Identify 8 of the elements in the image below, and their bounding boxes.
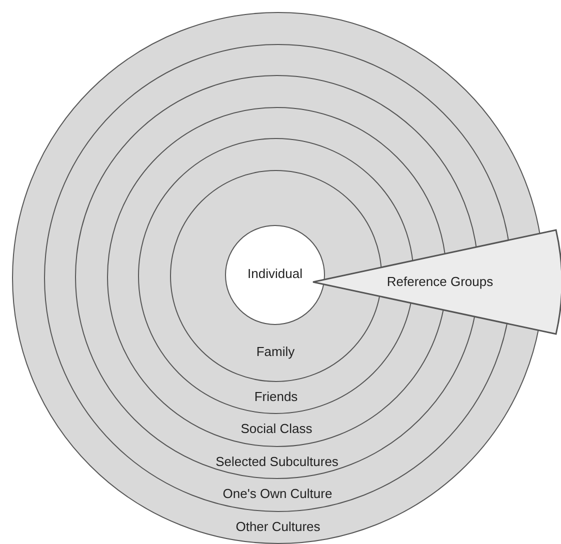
center-label: Individual [248, 266, 302, 280]
ring-label: Other Cultures [236, 518, 320, 534]
ring-label: Friends [254, 388, 298, 404]
ring-label: Social Class [240, 421, 312, 436]
ring-label: Family [256, 344, 295, 359]
ring-label: One's Own Culture [222, 486, 332, 501]
ring-label: Selected Subcultures [216, 454, 338, 468]
wedge-label: Reference Groups [386, 274, 494, 289]
